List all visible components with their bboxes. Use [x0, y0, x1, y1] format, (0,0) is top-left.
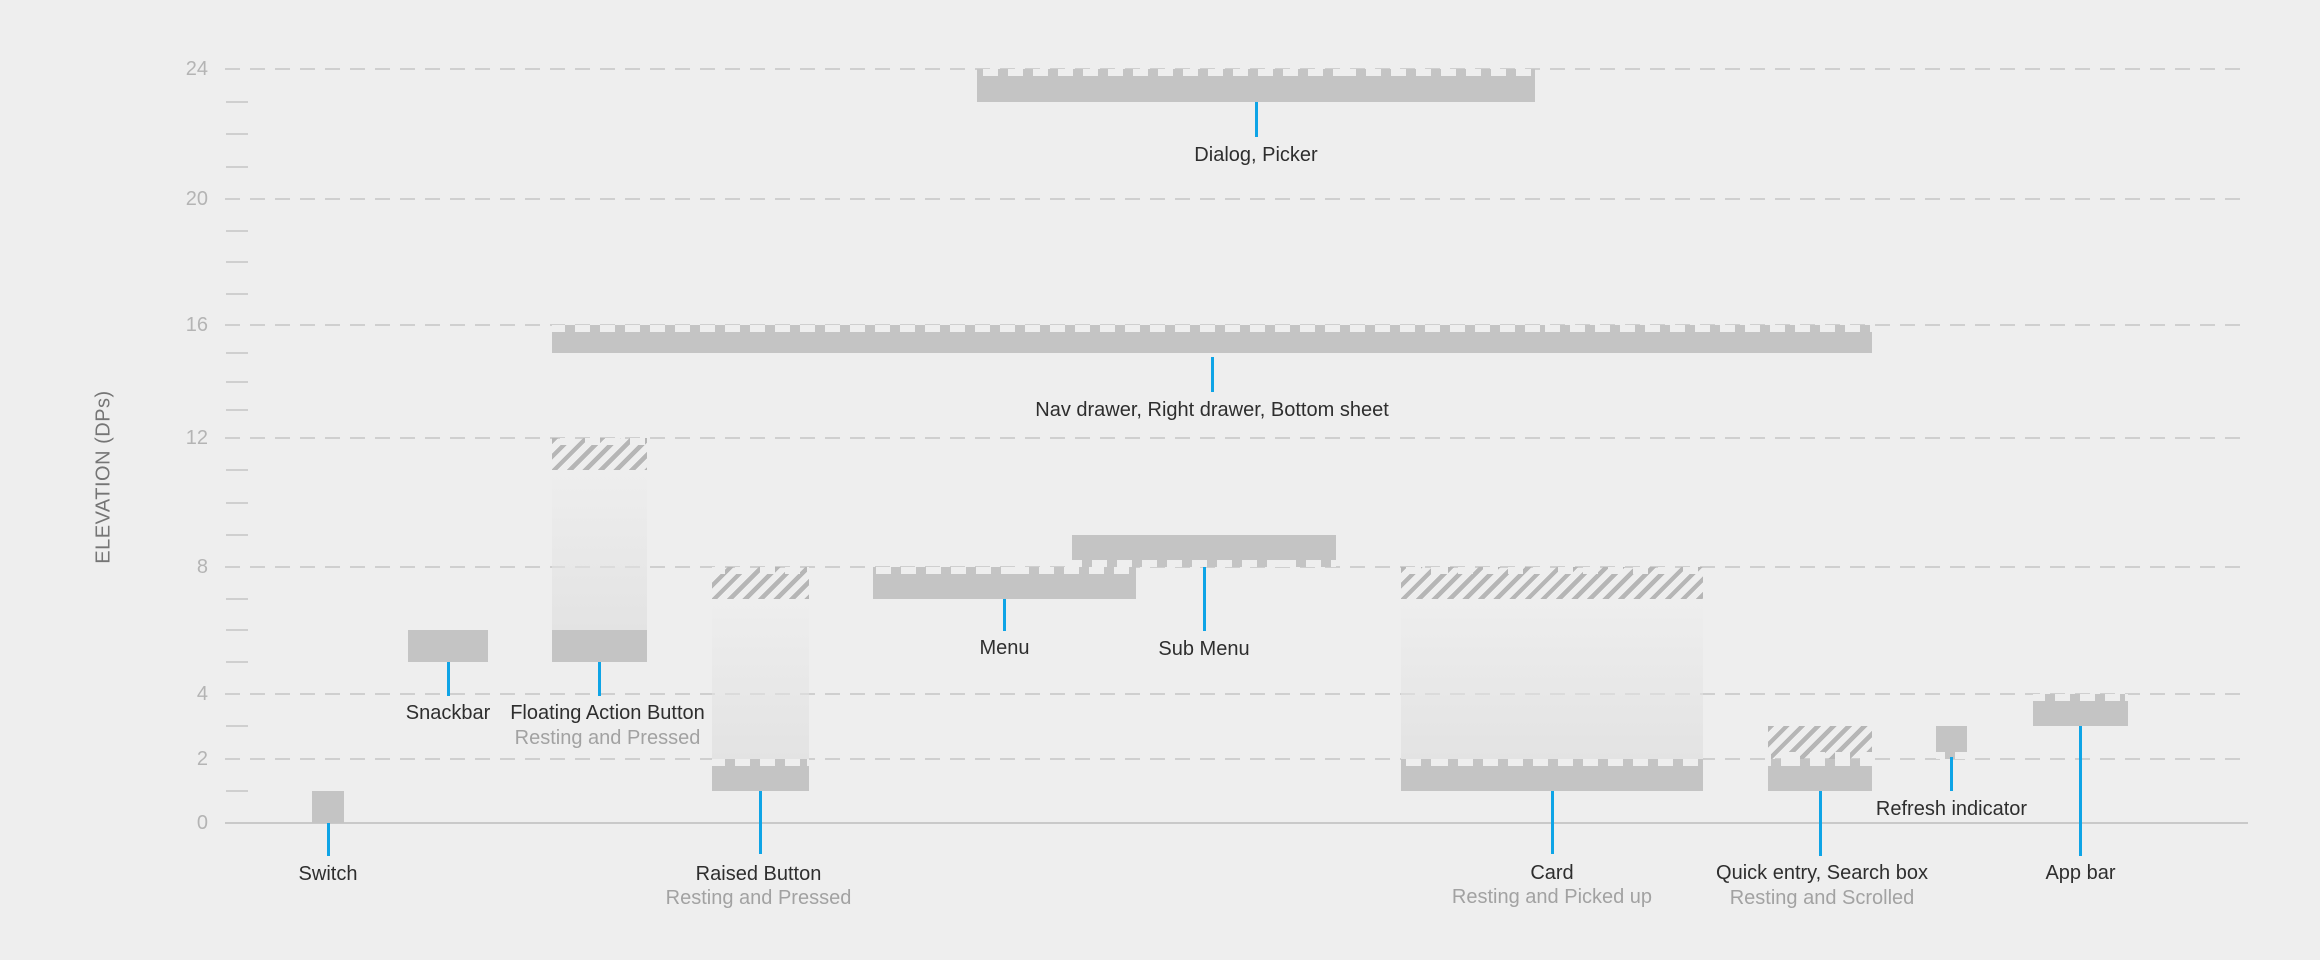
bar-quick-entry-search-box-hatch: [1768, 726, 1872, 759]
gridline-2dp: [225, 757, 2248, 760]
label-app-bar: App bar: [2045, 862, 2116, 884]
sublabel-quick-entry-search-box: Resting and Scrolled: [1729, 887, 1915, 909]
y-minor-tick-1dp: [226, 789, 248, 792]
label-refresh-indicator: Refresh indicator: [1875, 798, 2028, 820]
y-minor-tick-15dp: [226, 352, 248, 355]
label-floating-action-button: Floating Action Button: [510, 702, 705, 724]
gridline-notch: [1768, 758, 1872, 766]
y-tick-label-20: 20: [185, 188, 208, 210]
gridline-4dp: [225, 692, 2248, 695]
bar-sub-menu-solid: [1072, 534, 1336, 567]
y-tick-label-16: 16: [185, 314, 208, 336]
label-raised-button: Raised Button: [695, 863, 822, 885]
bar-raised-button-solid: [712, 758, 809, 791]
bar-floating-action-button-solid: [552, 630, 647, 662]
label-snackbar: Snackbar: [405, 702, 491, 724]
gridline-notch: [873, 567, 1136, 574]
y-minor-tick-5dp: [226, 660, 248, 663]
leader-line-dialog-picker: [1254, 102, 1258, 137]
leader-line-quick-entry-search-box: [1818, 791, 1822, 856]
bar-menu-solid: [873, 567, 1136, 599]
gridline-notch: [552, 438, 647, 445]
gridline-notch: [2033, 693, 2128, 701]
label-sub-menu: Sub Menu: [1158, 638, 1250, 660]
y-minor-tick-10dp: [226, 501, 248, 504]
bar-app-bar-solid: [2033, 693, 2128, 726]
leader-line-floating-action-button: [598, 662, 601, 696]
leader-line-snackbar: [446, 662, 450, 696]
y-minor-tick-23dp: [226, 100, 248, 103]
leader-line-refresh-indicator: [1950, 757, 1953, 791]
y-minor-tick-17dp: [226, 292, 248, 295]
y-minor-tick-9dp: [226, 533, 248, 536]
leader-line-raised-button: [759, 791, 762, 854]
y-minor-tick-22dp: [226, 133, 248, 135]
sublabel-floating-action-button: Resting and Pressed: [514, 727, 701, 749]
gridline-notch: [1072, 560, 1336, 567]
y-minor-tick-21dp: [226, 165, 248, 168]
leader-line-app-bar: [2079, 726, 2082, 856]
y-axis-title: ELEVATION (DPs): [92, 390, 115, 564]
y-minor-tick-11dp: [226, 469, 248, 472]
leader-line-switch: [326, 823, 330, 856]
leader-line-sub-menu: [1202, 567, 1206, 631]
gridline-notch: [1401, 758, 1703, 766]
bar-card-solid: [1401, 758, 1703, 791]
gridline-notch: [1768, 751, 1872, 759]
sublabel-raised-button: Resting and Pressed: [665, 887, 852, 909]
gridline-8dp: [225, 566, 2248, 568]
y-minor-tick-3dp: [226, 725, 248, 727]
bar-dialog-picker-solid: [977, 69, 1535, 102]
y-tick-label-12: 12: [185, 427, 208, 449]
bar-nav-drawer-solid: [552, 325, 1872, 354]
bar-floating-action-button-hatch: [552, 438, 647, 471]
gridline-notch: [712, 758, 809, 766]
y-minor-tick-13dp: [226, 408, 248, 411]
bar-raised-button-fade: [712, 598, 809, 759]
bar-floating-action-button-fade: [552, 470, 647, 631]
bar-switch-solid: [312, 790, 344, 823]
y-tick-label-0: 0: [196, 812, 208, 834]
leader-line-nav-drawer: [1210, 357, 1214, 392]
bar-refresh-indicator-solid: [1936, 726, 1967, 759]
gridline-notch: [1401, 567, 1703, 574]
bar-card-hatch: [1401, 567, 1703, 599]
label-dialog-picker: Dialog, Picker: [1194, 144, 1318, 166]
bar-quick-entry-search-box-solid: [1768, 758, 1872, 791]
sublabel-card: Resting and Picked up: [1451, 886, 1653, 908]
y-minor-tick-19dp: [226, 229, 248, 232]
bar-raised-button-hatch: [712, 567, 809, 599]
y-tick-label-24: 24: [185, 58, 208, 80]
y-minor-tick-18dp: [226, 261, 248, 263]
leader-line-menu: [1003, 599, 1006, 631]
baseline-0dp: [225, 822, 2248, 824]
label-quick-entry-search-box: Quick entry, Search box: [1716, 862, 1928, 884]
gridline-12dp: [225, 437, 2248, 439]
label-nav-drawer: Nav drawer, Right drawer, Bottom sheet: [1035, 399, 1389, 421]
gridline-notch: [552, 325, 1872, 332]
y-tick-label-4: 4: [196, 682, 208, 705]
gridline-notch: [712, 567, 809, 574]
y-tick-label-2: 2: [196, 747, 208, 770]
y-minor-tick-6dp: [226, 629, 248, 632]
label-switch: Switch: [298, 863, 358, 885]
leader-line-card: [1550, 791, 1554, 854]
gridline-notch: [977, 69, 1535, 76]
gridline-20dp: [225, 198, 2248, 200]
bar-snackbar-solid: [408, 630, 488, 662]
y-minor-tick-7dp: [226, 597, 248, 600]
y-minor-tick-14dp: [226, 380, 248, 383]
y-tick-label-8: 8: [196, 556, 208, 578]
bar-card-fade: [1401, 598, 1703, 759]
gridline-notch: [1936, 751, 1967, 759]
label-card: Card: [1530, 862, 1574, 884]
label-menu: Menu: [979, 637, 1030, 659]
